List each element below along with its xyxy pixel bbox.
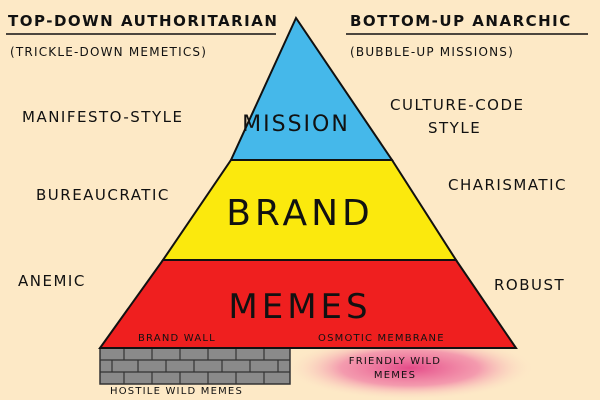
tier-mission-label: MISSION [242, 112, 350, 137]
tier-mission-shape [229, 15, 394, 161]
left-header-title: TOP-DOWN AUTHORITARIAN [8, 12, 279, 30]
osmotic-membrane-label: OSMOTIC MEMBRANE [318, 333, 445, 344]
left-label-anemic: ANEMIC [18, 272, 86, 290]
left-header-subtitle: (TRICKLE-DOWN MEMETICS) [10, 45, 208, 59]
tier-memes-shape [98, 259, 518, 349]
friendly-wild-memes-line2: MEMES [373, 370, 417, 381]
right-label-style: STYLE [428, 119, 482, 137]
left-label-manifesto: MANIFESTO-STYLE [22, 108, 184, 126]
friendly-wild-memes-line1: FRIENDLY WILD [348, 356, 442, 367]
right-header-subtitle: (BUBBLE-UP MISSIONS) [350, 45, 514, 59]
left-label-bureaucratic: BUREAUCRATIC [36, 186, 170, 204]
tier-brand-label: BRAND [226, 193, 374, 234]
right-header-title: BOTTOM-UP ANARCHIC [350, 12, 572, 30]
friendly-memes-glow [285, 336, 535, 400]
right-label-culture-code: CULTURE-CODE [390, 96, 525, 114]
brick-wall [99, 347, 291, 385]
hostile-wild-memes-label: HOSTILE WILD MEMES [110, 386, 243, 397]
right-label-robust: ROBUST [494, 276, 566, 294]
tier-memes-label: MEMES [228, 287, 372, 327]
brand-wall-label: BRAND WALL [138, 333, 216, 344]
right-label-charismatic: CHARISMATIC [448, 176, 567, 194]
